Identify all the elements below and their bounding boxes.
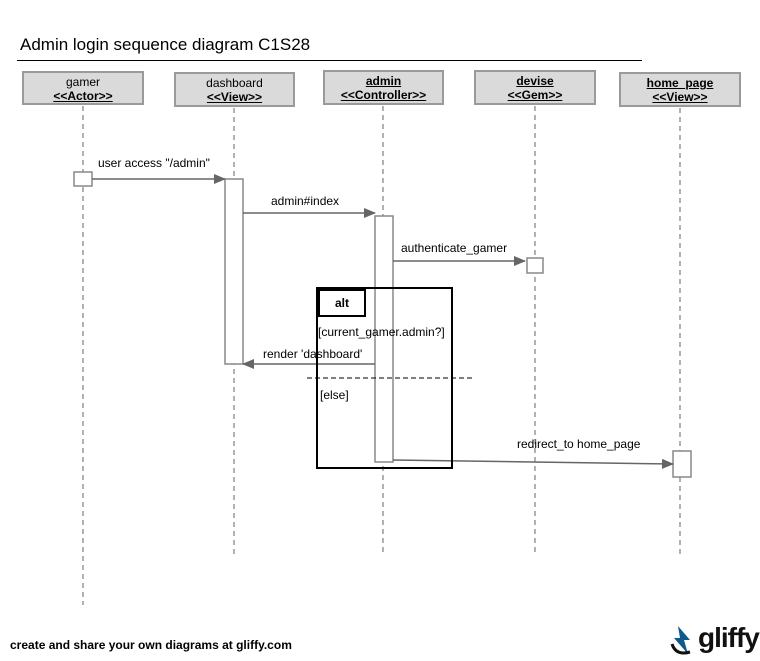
alt-guard-else: [else] [320,388,349,402]
activation-dashboard [224,178,244,365]
participant-stereotype: <<Controller>> [340,88,427,102]
activation-gamer [73,171,93,187]
diagram-title: Admin login sequence diagram C1S28 [20,35,311,54]
participant-name: home_page [646,76,714,90]
participant-name: devise [516,74,554,88]
activation-admin [374,215,394,463]
participant-name: admin [365,74,402,88]
participant-stereotype: <<Gem>> [507,88,563,102]
participant-admin[interactable]: admin <<Controller>> [323,70,444,105]
message-label-redirect: redirect_to home_page [517,437,641,451]
title-underline [17,60,642,61]
participant-dashboard[interactable]: dashboard <<View>> [174,72,295,107]
participant-home-page[interactable]: home_page <<View>> [619,72,741,107]
participant-name: dashboard [206,76,263,90]
participant-stereotype: <<Actor>> [53,89,113,103]
participant-gamer[interactable]: gamer <<Actor>> [22,71,144,105]
activation-devise [526,257,544,274]
alt-guard-admin: [current_gamer.admin?] [318,325,445,339]
participant-stereotype: <<View>> [206,90,263,104]
footer-tagline[interactable]: create and share your own diagrams at gl… [10,638,292,652]
message-label-render: render 'dashboard' [263,347,363,361]
activation-home-page [672,450,692,478]
participant-name: gamer [65,75,100,89]
gliffy-logo-icon [670,626,691,655]
message-arrow-redirect [392,458,674,469]
gliffy-brand-text: gliffy [698,622,760,653]
alt-operator-tag: alt [318,289,366,317]
message-label-user-access: user access "/admin" [98,156,210,170]
message-label-admin-index: admin#index [271,194,340,208]
message-label-authenticate: authenticate_gamer [401,241,508,255]
participant-devise[interactable]: devise <<Gem>> [474,70,596,105]
participant-stereotype: <<View>> [652,90,708,104]
